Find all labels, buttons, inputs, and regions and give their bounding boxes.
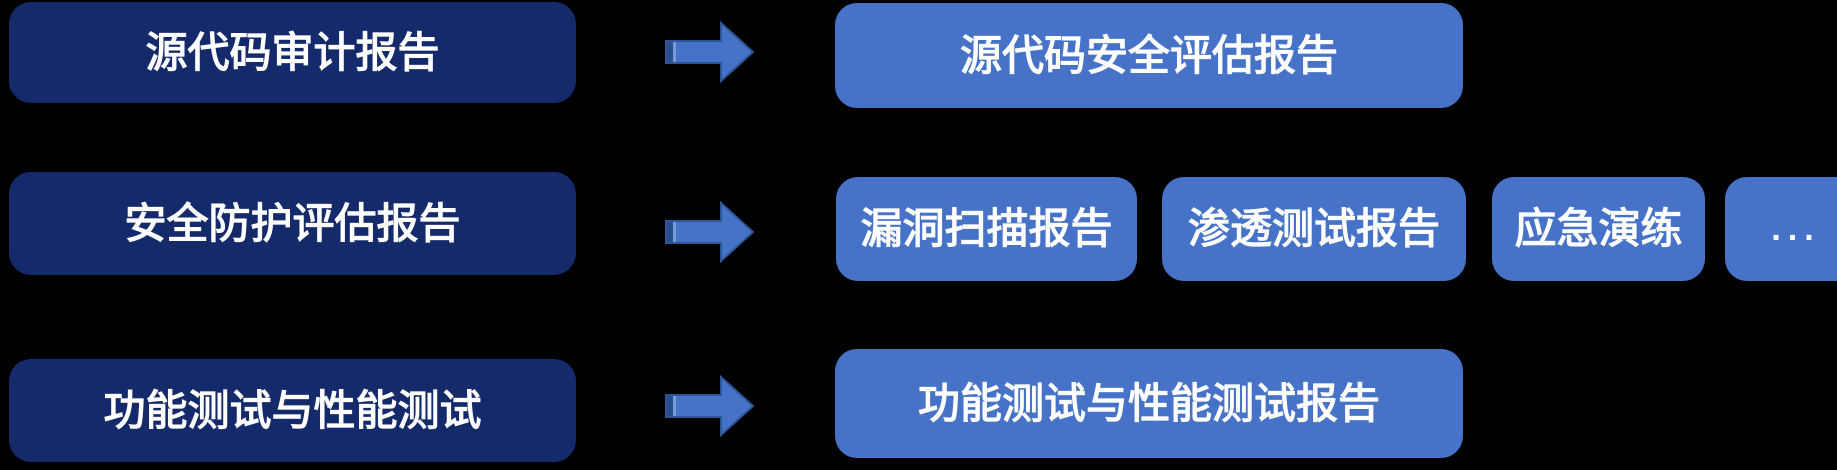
source-box-functional-and-performance-testing: 功能测试与性能测试 — [9, 359, 576, 462]
arrow-bevel-highlight — [673, 222, 676, 242]
arrow-shape — [665, 374, 755, 438]
arrow-bevel-highlight — [673, 42, 676, 62]
ellipsis-label: ... — [1771, 210, 1821, 248]
box-label: 渗透测试报告 — [1187, 205, 1440, 252]
flow-arrow-right-icon — [665, 200, 755, 264]
source-box-source-code-audit-report: 源代码审计报告 — [9, 2, 576, 103]
box-label: 漏洞扫描报告 — [860, 205, 1113, 252]
box-label: 安全防护评估报告 — [124, 199, 461, 247]
output-box-penetration-test-report: 渗透测试报告 — [1162, 177, 1466, 281]
output-box-emergency-drill: 应急演练 — [1492, 177, 1705, 281]
arrow-bevel-highlight — [673, 396, 676, 416]
box-label: 源代码安全评估报告 — [959, 31, 1338, 79]
source-box-security-protection-assessment-report: 安全防护评估报告 — [9, 172, 576, 275]
arrow-shape — [665, 200, 755, 264]
flow-arrow-right-icon — [665, 374, 755, 438]
box-label: 应急演练 — [1514, 205, 1683, 252]
output-box-vulnerability-scan-report: 漏洞扫描报告 — [836, 177, 1137, 281]
box-label: 功能测试与性能测试报告 — [917, 379, 1380, 427]
arrow-bevel-shade — [667, 222, 673, 242]
output-box-more-ellipsis: ... — [1725, 177, 1837, 281]
arrow-bevel-shade — [667, 42, 673, 62]
output-box-functional-and-performance-test-report: 功能测试与性能测试报告 — [835, 349, 1463, 458]
box-label: 功能测试与性能测试 — [103, 386, 482, 434]
flow-arrow-right-icon — [665, 20, 755, 84]
box-label: 源代码审计报告 — [145, 28, 440, 76]
arrow-bevel-shade — [667, 396, 673, 416]
arrow-shape — [665, 20, 755, 84]
output-box-source-code-security-assessment-report: 源代码安全评估报告 — [835, 3, 1463, 108]
